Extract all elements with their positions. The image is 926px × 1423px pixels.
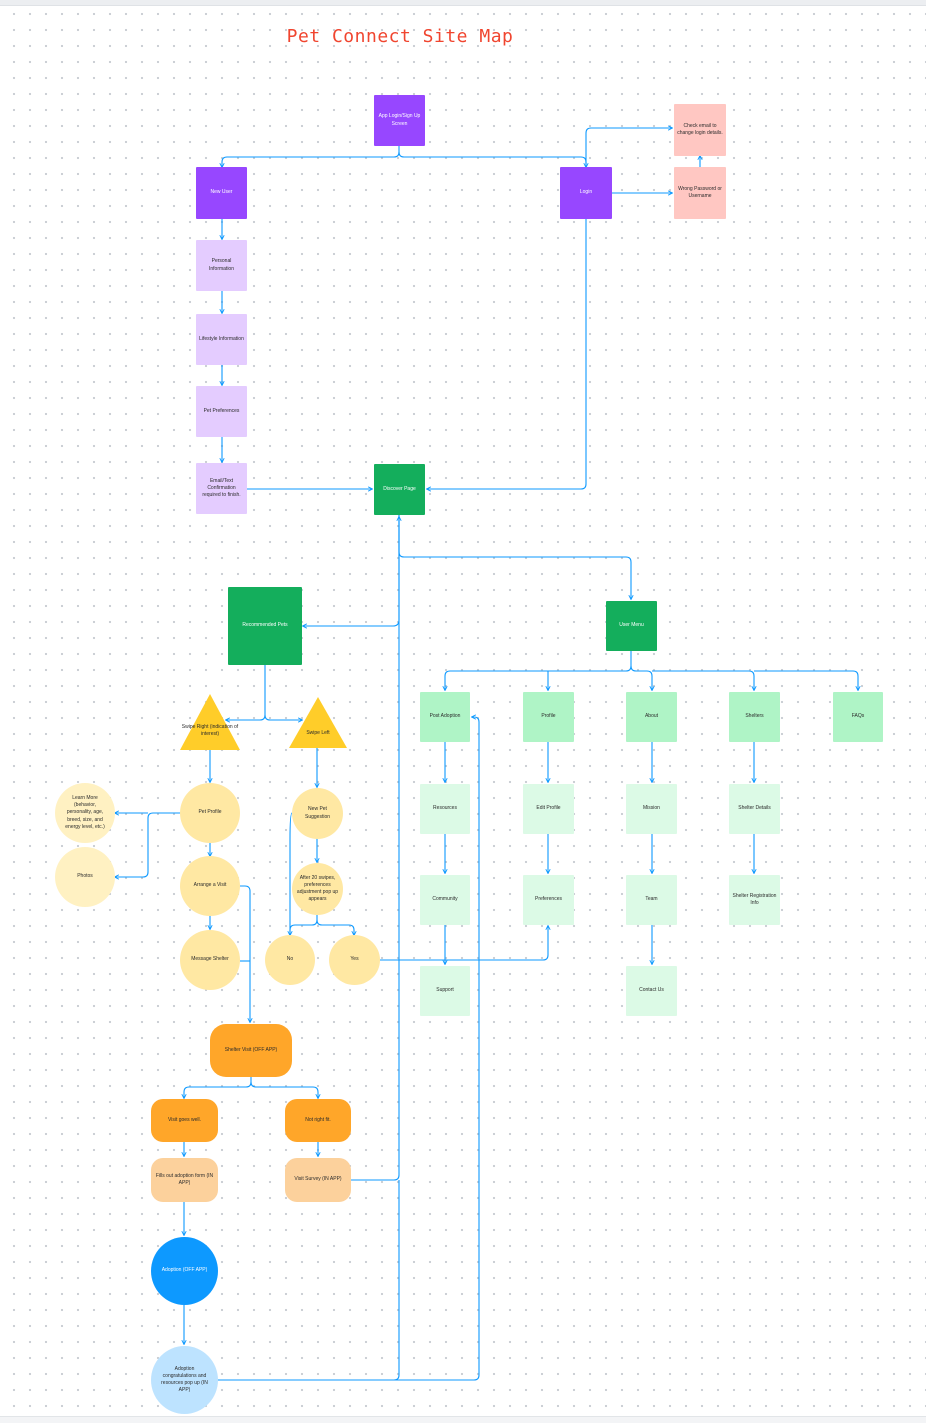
adoption-node: Adoption (OFF APP)	[151, 1237, 218, 1305]
connector	[290, 915, 318, 935]
message-shelter-node: Message Shelter	[180, 930, 240, 990]
connector	[115, 812, 181, 877]
user-menu-node: User Menu	[606, 601, 657, 651]
connector	[445, 651, 632, 690]
preferences-node: Preferences	[523, 875, 574, 925]
mission-node: Mission	[626, 784, 677, 834]
after-20-swipes-node: After 20 swipes, preferences adjustment …	[292, 863, 343, 915]
learn-more-node: Learn More (behavior, personality, age, …	[55, 783, 115, 843]
connector	[222, 146, 400, 167]
connector	[351, 517, 399, 1181]
connector	[652, 670, 754, 690]
email-confirmation-node: Email/Text Confirmation required to fini…	[196, 463, 247, 514]
connector	[217, 1180, 400, 1381]
pet-preferences-node: Pet Preferences	[196, 386, 247, 437]
connector	[585, 128, 672, 167]
swipe-right-triangle: Swipe Right (indication of interest)	[180, 694, 240, 750]
pet-profile-node: Pet Profile	[180, 783, 240, 843]
visit-survey-node: Visit Survey (IN APP)	[285, 1158, 351, 1202]
support-node: Support	[420, 966, 470, 1016]
recommended-pets-node: Recommended Pets	[228, 587, 302, 665]
lifestyle-info-node: Lifestyle Information	[196, 314, 247, 365]
connector	[398, 151, 586, 167]
connector	[398, 514, 631, 599]
connector	[217, 717, 480, 1381]
triangle-shape	[289, 697, 347, 748]
connector	[754, 670, 858, 690]
post-adoption-node: Post Adoption	[420, 692, 470, 742]
visit-goes-well-node: Visit goes well.	[151, 1099, 218, 1142]
shelter-visit-node: Shelter Visit (OFF APP)	[210, 1024, 292, 1077]
connector	[630, 665, 652, 690]
connector	[303, 514, 400, 626]
connector	[427, 219, 587, 489]
arrange-visit-node: Arrange a Visit	[180, 856, 240, 916]
shelter-details-node: Shelter Details	[729, 784, 780, 834]
connector	[250, 1081, 318, 1098]
community-node: Community	[420, 875, 470, 925]
adoption-congrats-node: Adoption congratulations and resources p…	[151, 1346, 218, 1414]
yes-node: Yes	[329, 935, 380, 985]
personal-info-node: Personal Information	[196, 240, 247, 291]
new-pet-suggestion-node: New Pet Suggestion	[292, 788, 343, 839]
connector	[240, 885, 250, 1022]
connector	[184, 1077, 252, 1098]
photos-node: Photos	[55, 847, 115, 907]
wrong-password-node: Wrong Password or Username	[674, 167, 726, 219]
connector	[264, 714, 302, 720]
about-node: About	[626, 692, 677, 742]
discover-page-node: Discover Page	[374, 464, 425, 515]
edit-profile-node: Edit Profile	[523, 784, 574, 834]
connector	[316, 919, 354, 935]
faqs-node: FAQs	[833, 692, 883, 742]
shelter-registration-node: Shelter Registration Info	[729, 875, 780, 925]
resources-node: Resources	[420, 784, 470, 834]
check-email-node: Check email to change login details.	[674, 104, 726, 156]
no-node: No	[265, 935, 315, 985]
contact-us-node: Contact Us	[626, 966, 677, 1016]
bottom-border	[0, 1416, 926, 1423]
page-title: Pet Connect Site Map	[286, 26, 514, 47]
not-right-fit-node: Not right fit.	[285, 1099, 351, 1142]
connector	[380, 926, 548, 961]
new-user-node: New User	[196, 167, 247, 219]
login-node: Login	[560, 167, 612, 219]
fills-adoption-form-node: Fills out adoption form (IN APP)	[151, 1158, 218, 1202]
login-signup-node: App Login/Sign Up Screen	[374, 95, 425, 146]
triangle-shape	[180, 694, 240, 750]
connector	[289, 812, 293, 935]
shelters-node: Shelters	[729, 692, 780, 742]
top-border	[0, 0, 926, 6]
profile-node: Profile	[523, 692, 574, 742]
swipe-left-triangle: Swipe Left	[289, 697, 347, 748]
team-node: Team	[626, 875, 677, 925]
